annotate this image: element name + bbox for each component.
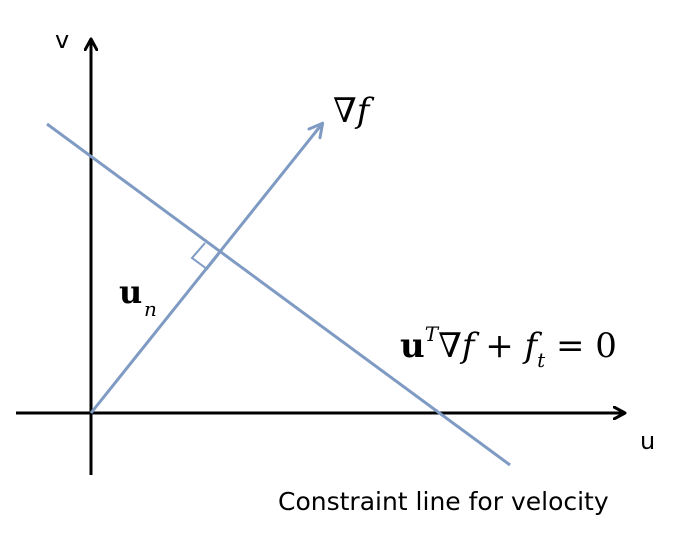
v-axis-label: v [55, 26, 69, 54]
equation-body: ∇f + f [438, 326, 542, 366]
constraint-line [46, 122, 511, 467]
constraint-equation: uT∇f + ft = 0 [400, 322, 617, 372]
equation-u: u [400, 326, 425, 366]
normal-vector-subscript: n [144, 297, 157, 321]
u-axis-label: u [640, 427, 655, 455]
equation-superscript: T [425, 322, 440, 346]
caption: Constraint line for velocity [278, 487, 609, 516]
normal-vector-label: u [119, 273, 142, 311]
equation-equals: = 0 [545, 326, 617, 366]
gradient-label: ∇f [333, 91, 375, 131]
equation-subscript: t [537, 348, 546, 372]
right-angle-marker [190, 242, 220, 271]
